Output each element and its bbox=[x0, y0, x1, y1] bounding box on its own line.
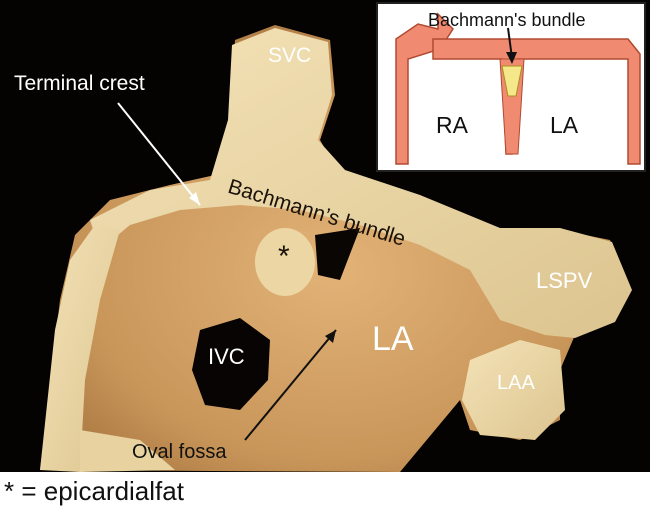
svc-label: SVC bbox=[268, 44, 312, 67]
laa-tissue bbox=[462, 340, 565, 440]
atria-schematic bbox=[395, 12, 641, 165]
terminal-crest-pointer bbox=[117, 102, 201, 206]
ivc-label: IVC bbox=[208, 344, 245, 369]
terminal-crest-label: Terminal crest bbox=[14, 72, 145, 95]
lspv-label: LSPV bbox=[536, 268, 593, 293]
oval-fossa-label: Oval fossa bbox=[132, 441, 227, 463]
inset-schematic: Bachmann's bundle RA LA bbox=[376, 2, 646, 172]
bachmann-band bbox=[90, 28, 632, 338]
laa-label: LAA bbox=[497, 372, 535, 394]
terminal-crest-arrowhead bbox=[189, 192, 200, 205]
oval-fossa-pointer bbox=[244, 329, 337, 441]
la-label: LA bbox=[372, 320, 414, 358]
caption: * = epicardialfat bbox=[4, 476, 184, 506]
atrial-roof bbox=[432, 38, 641, 165]
epicardial-fat-asterisk: * bbox=[278, 240, 290, 273]
inset-la-label: LA bbox=[550, 112, 579, 138]
ra-wall bbox=[395, 12, 454, 165]
oval-fossa-arrowhead bbox=[325, 330, 336, 343]
lower-left-tissue bbox=[80, 430, 175, 472]
ivc-opening bbox=[192, 318, 270, 410]
inset-title: Bachmann's bundle bbox=[428, 10, 586, 30]
specimen-drawing bbox=[40, 25, 632, 472]
inset-arrowhead bbox=[506, 52, 517, 64]
dark-cavity bbox=[315, 228, 360, 280]
bachmanns-bundle-shape bbox=[501, 65, 523, 97]
right-atrial-wall bbox=[40, 225, 120, 472]
inset-ra-label: RA bbox=[436, 112, 468, 138]
epicardial-fat bbox=[255, 228, 315, 296]
